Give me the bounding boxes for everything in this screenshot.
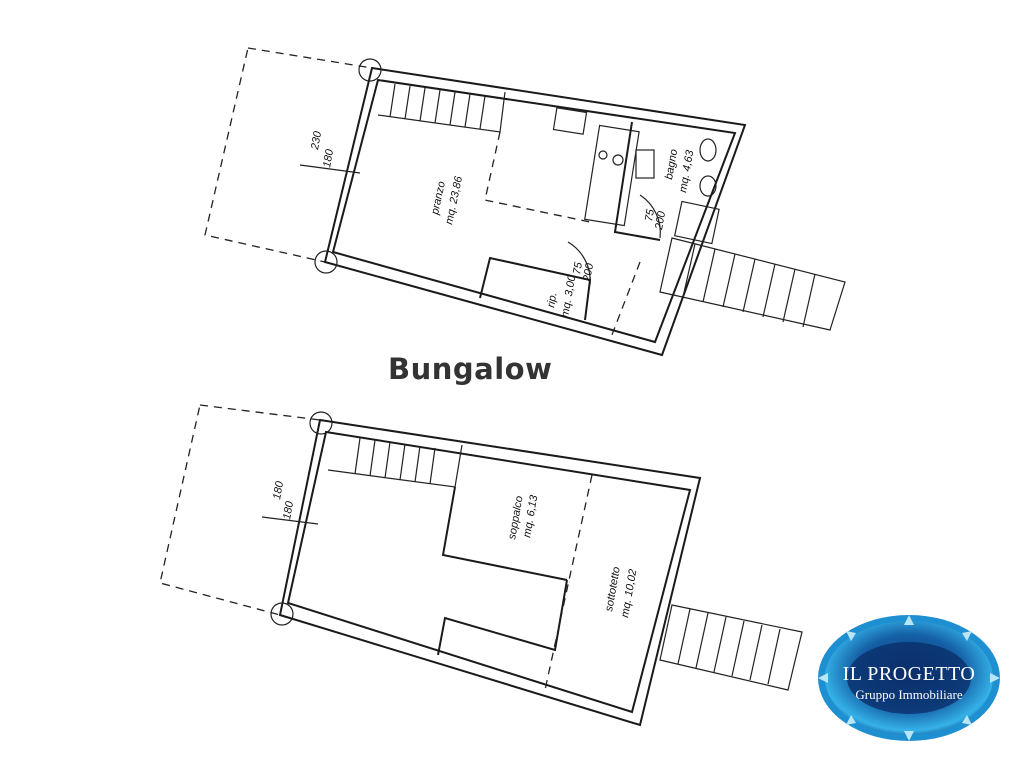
- room-area-bagno: mq. 4,63: [677, 148, 696, 193]
- ground-floor-inner-wall: [331, 78, 737, 344]
- column-marker: [314, 250, 338, 274]
- logo-subtitle: Gruppo Immobiliare: [855, 687, 963, 702]
- garden-area: [204, 47, 373, 263]
- toilet: [699, 138, 717, 162]
- dimension-label: 230: [309, 129, 324, 151]
- room-area-rip: mq. 3,00: [559, 273, 578, 318]
- column-marker: [309, 411, 333, 435]
- door-width: 75: [571, 261, 585, 276]
- logo-compass-icon: [818, 615, 1000, 741]
- garden-area: [159, 404, 321, 616]
- storage-wall: [479, 256, 592, 321]
- room-name-bagno: bagno: [663, 148, 680, 180]
- column-marker: [270, 602, 294, 626]
- internal-staircase: [327, 437, 463, 488]
- upper-floor-outer-wall: [278, 418, 702, 727]
- door-height: 200: [581, 261, 596, 283]
- kitchen-counter: [584, 124, 640, 227]
- external-staircase: [659, 237, 846, 331]
- company-logo: IL PROGETTO Gruppo Immobiliare: [816, 613, 1002, 743]
- upper-floor-plan: 180 180 soppalco mq. 6,13 sottotetto mq.…: [159, 404, 803, 727]
- dimension-label: 180: [271, 479, 286, 500]
- room-area-pranzo: mq. 23,86: [443, 174, 465, 225]
- door-swing: [639, 194, 661, 239]
- plan-title: Bungalow: [388, 352, 553, 386]
- dimension-label: 180: [281, 499, 296, 520]
- room-name-sottotetto: sottotetto: [603, 566, 623, 613]
- soppalco-wall: [441, 486, 568, 581]
- internal-staircase: [377, 83, 506, 133]
- ground-floor-outer-wall: [323, 66, 747, 357]
- bathroom-wall: [613, 121, 661, 241]
- sink: [635, 149, 655, 179]
- door-width: 75: [643, 208, 657, 223]
- external-staircase: [659, 604, 803, 691]
- dashed-partition: [544, 474, 593, 691]
- dashed-partition: [484, 131, 591, 223]
- ground-floor-plan: 230 180 pranzo mq. 23,86 bagno mq. 4,63 …: [204, 47, 846, 357]
- bidet: [699, 175, 717, 197]
- door-height: 200: [653, 209, 668, 231]
- shower: [673, 200, 720, 245]
- logo-name: IL PROGETTO: [842, 663, 976, 685]
- dimension-label: 180: [321, 147, 336, 168]
- room-area-sottotetto: mq. 10,02: [619, 568, 639, 618]
- door-swing: [567, 241, 591, 286]
- upper-floor-inner-wall: [286, 430, 692, 714]
- room-name-rip: rip.: [545, 291, 559, 308]
- column-marker: [358, 58, 382, 82]
